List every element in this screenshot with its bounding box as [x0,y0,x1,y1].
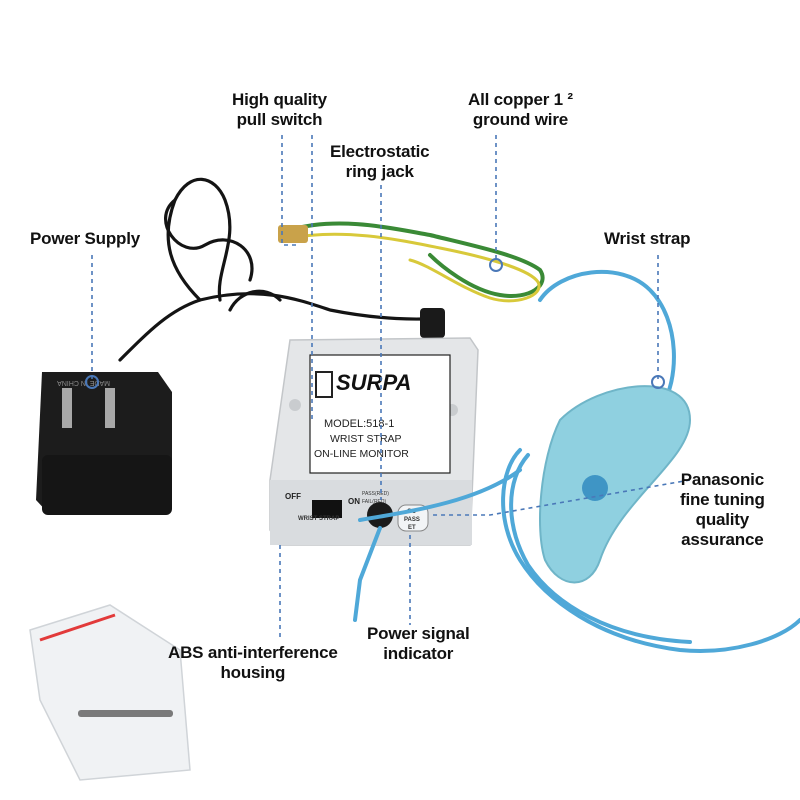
screw-bag [29,604,191,781]
device-line1: WRIST STRAP [330,433,402,445]
adapter-text: MADE IN CHINA [57,379,110,386]
device-line2: ON-LINE MONITOR [314,448,409,460]
coiled-cord [353,269,800,653]
wrist-strap-band [539,385,692,584]
label-pull-switch: High quality pull switch [232,90,327,129]
label-wrist-strap: Wrist strap [604,229,691,248]
indicator-text-3: ET [408,525,416,531]
ground-wire-terminal [278,225,308,243]
callout-dot [85,375,99,389]
label-ring-jack: Electrostatic ring jack [330,142,430,181]
switch-on-label[interactable]: ON [348,497,360,506]
label-ground-wire: All copper 1 ² ground wire [468,90,573,129]
adapter-cable [118,177,442,362]
callout-dot [651,375,665,389]
callout-dot [489,258,503,272]
label-power-indicator: Power signal indicator [367,624,470,663]
switch-off-label[interactable]: OFF [285,492,301,501]
wrist-strap-port-label: WRIST STRAP [298,516,339,522]
label-fine-tuning: Panasonic fine tuning quality assurance [680,470,765,549]
label-housing: ABS anti-interference housing [168,643,338,682]
device-model: MODEL:518-1 [324,418,394,430]
adapter-plug [420,308,445,338]
ground-wire [288,221,545,303]
pass-label: PASS(RED) [362,491,389,497]
power-adapter [36,372,172,515]
device-brand: SURPA [336,370,411,395]
indicator-text-2: PASS [404,517,420,523]
label-power-supply: Power Supply [30,229,141,248]
callout-lines [91,135,691,640]
monitor-housing [269,337,479,546]
fail-label: FAIL(RED) [362,499,387,505]
